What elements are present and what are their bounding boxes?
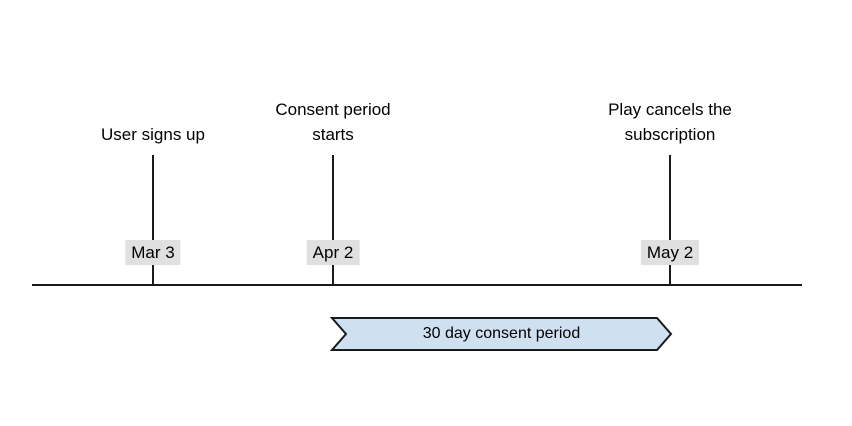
chevron-arrow-shape: [329, 317, 673, 351]
event-caption: User signs up: [101, 125, 205, 144]
event-tick-line: [152, 155, 154, 285]
event-date-chip: May 2: [640, 240, 700, 265]
event-date-chip: Apr 2: [306, 240, 360, 265]
event-tick-line: [669, 155, 671, 285]
event-date-chip: Mar 3: [125, 240, 181, 265]
timeline-axis: [32, 284, 802, 286]
event-caption: Play cancels the subscription: [608, 100, 732, 144]
consent-period-banner: 30 day consent period: [329, 317, 673, 351]
event-tick-line: [332, 155, 334, 285]
event-caption: Consent period starts: [275, 100, 391, 144]
